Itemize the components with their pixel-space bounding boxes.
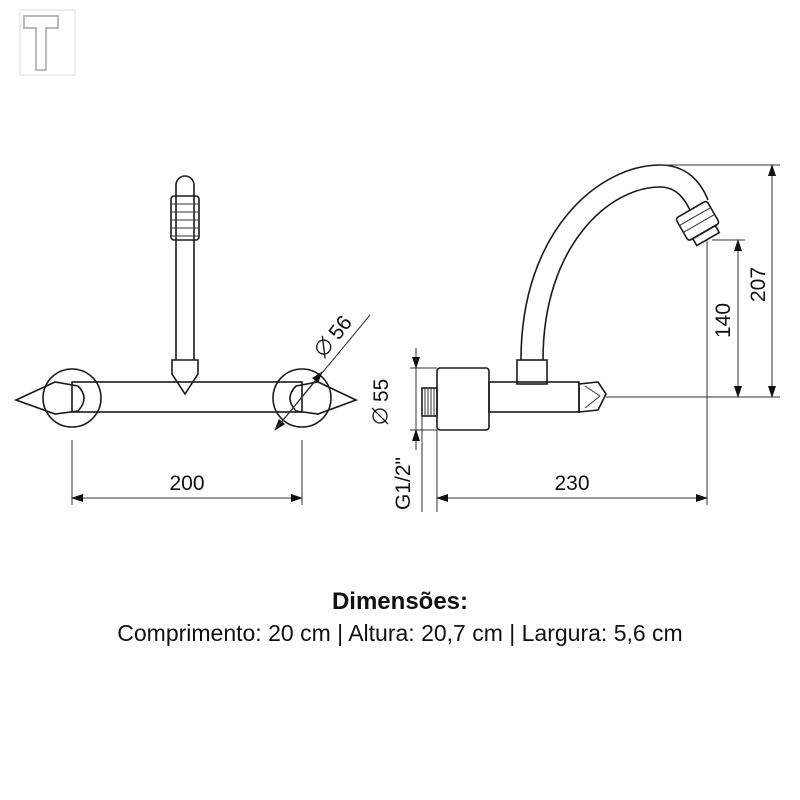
dim-width-front: 200	[71, 440, 303, 505]
front-body	[71, 381, 303, 413]
label-reach-230: 230	[554, 472, 589, 495]
label-thread: G1/2"	[392, 457, 415, 510]
side-flange	[436, 367, 490, 431]
brand-logo	[19, 9, 76, 76]
label-diameter-55: 55	[370, 379, 393, 402]
side-spout-inner	[542, 186, 691, 361]
label-diameter-56: 56	[324, 311, 357, 344]
left-lever-handle	[13, 381, 85, 415]
side-view	[421, 164, 721, 431]
label-height-207: 207	[747, 267, 770, 302]
dim-height-outlet: 140	[606, 239, 780, 398]
dim-reach: 230	[436, 240, 708, 505]
right-flange	[272, 368, 332, 428]
side-body	[488, 381, 580, 413]
side-spout-outer	[520, 164, 709, 361]
front-collar	[171, 359, 199, 396]
front-view	[13, 175, 359, 428]
label-height-140: 140	[712, 303, 735, 338]
caption-title: Dimensões:	[331, 588, 469, 615]
faucet-technical-drawing: 56 200	[13, 9, 780, 512]
side-thread	[421, 387, 438, 417]
side-aerator	[675, 200, 721, 247]
front-spout	[175, 175, 195, 360]
left-flange	[42, 368, 102, 428]
front-aerator	[170, 195, 200, 241]
label-width-200: 200	[169, 472, 204, 495]
caption-details: Comprimento: 20 cm | Altura: 20,7 cm | L…	[117, 620, 683, 646]
side-collar	[516, 359, 548, 385]
dim-diameter-flange: 55	[370, 348, 437, 450]
side-lever-handle	[578, 381, 607, 413]
dim-height-total: 207	[660, 164, 780, 398]
right-lever-handle	[289, 381, 359, 415]
